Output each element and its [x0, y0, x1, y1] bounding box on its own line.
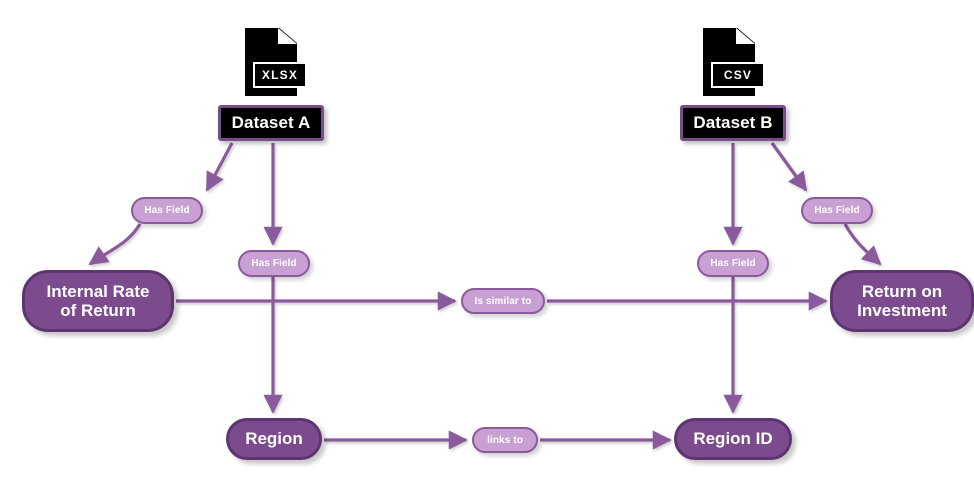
edge-hasfield-left-irr — [88, 223, 142, 266]
edge-label-has-field-dataset-a-irr[interactable]: Has Field — [131, 197, 203, 224]
node-dataset-b-label: Dataset B — [693, 113, 773, 132]
node-label-line-1: Internal Rate — [46, 281, 150, 301]
node-dataset-a[interactable]: Dataset A — [218, 105, 324, 141]
edge-label-links-to[interactable]: links to — [472, 427, 538, 453]
edge-label-has-field-dataset-b-region-id[interactable]: Has Field — [697, 250, 769, 277]
file-extension-badge: CSV — [711, 62, 765, 88]
node-label-line-2: of Return — [60, 301, 136, 320]
edge-label-is-similar-to[interactable]: Is similar to — [461, 288, 545, 314]
node-internal-rate-of-return-label: Internal Rate of Return — [41, 282, 156, 320]
node-region-label: Region — [245, 429, 303, 449]
node-dataset-b[interactable]: Dataset B — [680, 105, 786, 141]
node-region[interactable]: Region — [226, 418, 322, 460]
edge-label-text: Is similar to — [474, 295, 532, 307]
file-extension-label: XLSX — [261, 68, 299, 82]
edge-dataset-a-hasfield-left — [205, 142, 234, 192]
node-dataset-a-label: Dataset A — [231, 113, 311, 132]
edge-label-text: Has Field — [251, 258, 297, 269]
file-extension-badge: XLSX — [253, 62, 307, 88]
node-return-on-investment-label: Return on Investment — [851, 282, 953, 320]
node-return-on-investment[interactable]: Return on Investment — [830, 270, 974, 332]
edge-dataset-b-hasfield-right — [770, 142, 808, 192]
node-region-id-label: Region ID — [693, 429, 773, 449]
edge-label-text: links to — [487, 434, 523, 446]
node-label-line-1: Return on — [861, 281, 943, 301]
edge-hasfield-right-roi — [843, 223, 882, 266]
edge-label-text: Has Field — [144, 205, 190, 216]
edge-label-has-field-dataset-b-roi[interactable]: Has Field — [801, 197, 873, 224]
edge-label-has-field-dataset-a-region[interactable]: Has Field — [238, 250, 310, 277]
file-extension-label: CSV — [723, 68, 753, 82]
edge-label-text: Has Field — [710, 258, 756, 269]
node-region-id[interactable]: Region ID — [674, 418, 792, 460]
node-internal-rate-of-return[interactable]: Internal Rate of Return — [22, 270, 174, 332]
csv-file-icon: CSV — [703, 28, 765, 102]
xlsx-file-icon: XLSX — [245, 28, 307, 102]
edge-label-text: Has Field — [814, 205, 860, 216]
node-label-line-2: Investment — [857, 301, 947, 320]
